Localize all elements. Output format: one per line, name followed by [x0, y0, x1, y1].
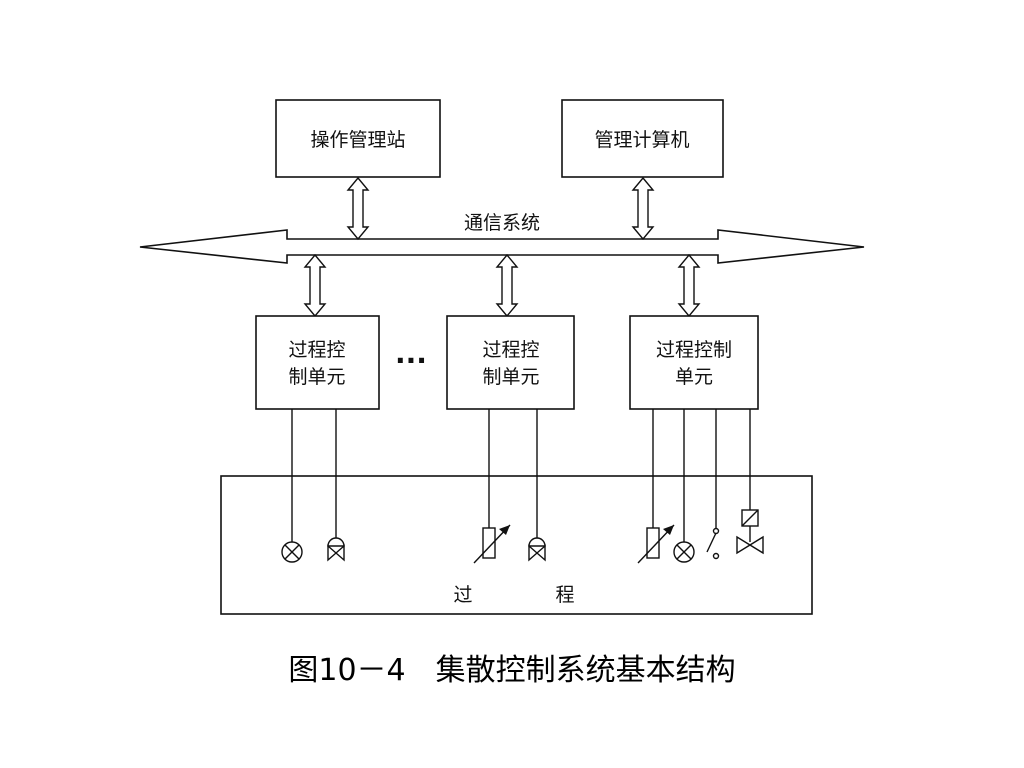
process-label-char2: 程 [555, 584, 574, 606]
units-ellipsis: ··· [395, 344, 427, 377]
switch-icon [706, 527, 720, 560]
communication-bus-arrow [139, 229, 865, 264]
double-arrow-bus-unit-1 [303, 253, 327, 318]
double-arrow-computer-bus [631, 176, 655, 241]
process-label-char1: 过 [453, 584, 472, 606]
double-arrow-operator-bus [346, 176, 370, 241]
control-unit-2-line1: 过程控 [482, 339, 539, 361]
control-unit-1-line2: 制单元 [288, 366, 345, 388]
control-unit-box-2 [446, 315, 575, 410]
double-arrow-bus-unit-3 [677, 253, 701, 318]
control-unit-3-line2: 单元 [675, 366, 713, 388]
indicator-lamp-icon [673, 541, 695, 563]
control-unit-3-line1: 过程控制 [656, 339, 732, 361]
control-valve-icon [327, 537, 345, 562]
management-computer-box [561, 99, 724, 178]
control-unit-box-1 [255, 315, 380, 410]
variable-resistor-icon [473, 524, 511, 564]
communication-bus-label: 通信系统 [464, 212, 540, 234]
management-computer-label: 管理计算机 [594, 129, 689, 151]
indicator-lamp-icon [281, 541, 303, 563]
operator-station-box [275, 99, 441, 178]
control-valve-icon [528, 537, 546, 562]
double-arrow-bus-unit-2 [495, 253, 519, 318]
solenoid-valve-icon [736, 509, 764, 555]
control-unit-2-line2: 制单元 [482, 366, 539, 388]
variable-resistor-icon [637, 524, 675, 564]
control-unit-box-3 [629, 315, 759, 410]
operator-station-label: 操作管理站 [310, 129, 405, 151]
figure-caption: 图10－4 集散控制系统基本结构 [288, 653, 735, 688]
process-box [220, 475, 813, 615]
control-unit-1-line1: 过程控 [288, 339, 345, 361]
